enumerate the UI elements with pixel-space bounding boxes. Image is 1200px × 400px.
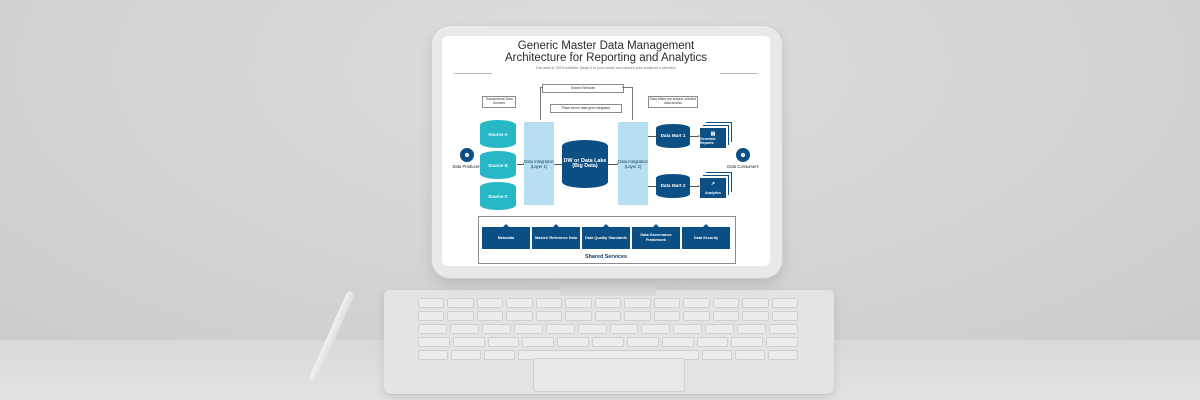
integration-note: Place where data gets integrated xyxy=(550,104,622,113)
analytics-icon: ↗ xyxy=(710,181,716,187)
people-icon: ☻ xyxy=(460,148,474,162)
slide-title-line-1: Generic Master Data Management xyxy=(517,40,695,52)
flow-arrow xyxy=(608,162,619,165)
connector-line xyxy=(540,87,542,88)
integration-layer-1: Data Integration (Layer 1) xyxy=(524,122,554,205)
flow-arrow xyxy=(554,162,564,165)
service-metadata: Metadata xyxy=(482,224,530,249)
tablet-stand xyxy=(560,278,656,296)
keyboard xyxy=(384,290,834,394)
warehouse-cylinder: DW or Data Lake (Big Data) xyxy=(562,140,608,188)
service-data-governance-framework: Data Governance Framework xyxy=(632,224,680,249)
shared-services-label: Shared Services xyxy=(585,254,627,260)
data-consumers-label: Data Consumers xyxy=(727,164,759,169)
connector-line xyxy=(632,87,633,120)
flow-arrow xyxy=(517,162,525,165)
generate-reports-box: ▤ Generate Reports xyxy=(700,128,726,148)
connector-line xyxy=(622,87,632,88)
source-a: Source A xyxy=(480,120,516,148)
source-b: Source B xyxy=(480,151,516,179)
service-data-security: Data Security xyxy=(682,224,730,249)
keyboard-row xyxy=(418,350,799,360)
keyboard-row xyxy=(418,324,799,334)
flow-arrow xyxy=(690,184,700,187)
integration-layer-2: Data Integration (Layer 2) xyxy=(618,122,648,205)
generate-reports-label: Generate Reports xyxy=(700,137,716,145)
title-rule-right xyxy=(720,73,758,74)
flow-arrow xyxy=(648,134,658,137)
flow-arrow xyxy=(690,134,700,137)
service-data-quality-standards: Data Quality Standards xyxy=(582,224,630,249)
title-rule-left xyxy=(454,73,492,74)
transactional-sources-note: Transactional Data Sources xyxy=(482,96,516,108)
flow-arrow xyxy=(648,184,658,187)
service-master-reference-data: Master/ Reference Data xyxy=(532,224,580,249)
data-mart-2: Data Mart 2 xyxy=(656,174,690,198)
people-icon: ☻ xyxy=(736,148,750,162)
analytics-box: ↗ Analytics xyxy=(700,178,726,198)
connector-line xyxy=(540,87,541,120)
data-mart-1: Data Mart 1 xyxy=(656,124,690,148)
slide-subtitle: This slide is 100% editable. Adapt it to… xyxy=(535,66,677,70)
shared-services-box xyxy=(478,216,736,264)
shared-services-top-note: Shared Services xyxy=(542,84,624,93)
trackpad xyxy=(533,358,685,392)
keyboard-row xyxy=(418,337,798,347)
keyboard-row xyxy=(418,298,799,308)
source-c: Source C xyxy=(480,182,516,210)
slide-title-line-2: Architecture for Reporting and Analytics xyxy=(505,52,707,64)
analytics-label: Analytics xyxy=(705,191,721,195)
document-icon: ▤ xyxy=(710,131,716,137)
tablet-screen: Generic Master Data Management Architect… xyxy=(442,36,770,266)
data-marts-note: Data Marts are subject oriented data acc… xyxy=(648,96,698,108)
keyboard-row xyxy=(418,311,799,321)
data-producers-label: Data Producers xyxy=(452,164,482,169)
